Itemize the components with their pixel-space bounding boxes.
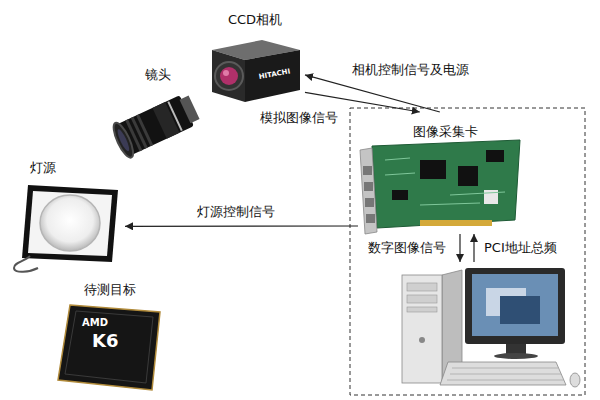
lens-picture-part bbox=[110, 120, 137, 160]
chip-picture-part bbox=[58, 305, 160, 390]
chip-model-text: K6 bbox=[92, 330, 118, 351]
node-label: CCD相机 bbox=[205, 12, 305, 28]
computer-picture-part bbox=[472, 274, 558, 336]
capture-card-node: 图像采集卡 bbox=[358, 112, 525, 232]
node-label: 镜头 bbox=[110, 67, 205, 83]
chip-brand-text: AMD bbox=[82, 316, 108, 329]
computer-picture-part bbox=[447, 368, 564, 380]
ccd-camera-picture-part bbox=[212, 50, 245, 102]
bus-label: PCI地址总频 bbox=[484, 240, 557, 256]
light-source-picture-part bbox=[22, 185, 118, 262]
light-source-picture-part bbox=[14, 256, 38, 272]
ccd-camera-picture-part bbox=[215, 62, 243, 90]
capture-card-picture bbox=[360, 140, 520, 234]
computer-picture-part bbox=[407, 307, 437, 312]
light-source-picture-part bbox=[40, 195, 100, 251]
lens-picture-part bbox=[136, 114, 153, 146]
computer-picture-part bbox=[419, 337, 425, 343]
computer-picture-part bbox=[500, 296, 540, 324]
capture-card-picture-part bbox=[360, 148, 377, 234]
computer-picture-part bbox=[440, 362, 566, 385]
chip-picture-part bbox=[65, 311, 153, 383]
computer-picture-part bbox=[402, 275, 442, 383]
lens-picture bbox=[110, 90, 202, 160]
lens-picture-part bbox=[167, 101, 182, 131]
capture-card-picture-part bbox=[420, 220, 492, 226]
ccd-camera-picture bbox=[212, 40, 300, 102]
capture-card-picture-part bbox=[364, 182, 373, 191]
edge-label: 灯源控制信号 bbox=[195, 204, 277, 220]
node-label: 待测目标 bbox=[55, 282, 165, 298]
signal-label: 数字图像信号 bbox=[368, 240, 446, 256]
capture-card-picture-part bbox=[363, 166, 372, 175]
capture-card-picture-part bbox=[458, 166, 478, 186]
ccd-camera-picture-part bbox=[245, 50, 300, 102]
light-source-picture-part bbox=[28, 191, 112, 256]
node-label: 图像采集卡 bbox=[413, 124, 478, 140]
signal-arrow bbox=[125, 225, 358, 227]
brand-text: HITACHI bbox=[258, 66, 291, 81]
capture-card-picture-part bbox=[365, 198, 374, 207]
computer-picture-part bbox=[494, 353, 538, 359]
digital-signal-arrow bbox=[459, 234, 460, 262]
pci-bus-arrow bbox=[473, 234, 474, 262]
capture-card-picture-part bbox=[486, 150, 504, 162]
lens-node: 镜头 bbox=[110, 62, 205, 162]
edge-label: 相机控制信号及电源 bbox=[350, 62, 471, 78]
light-source-node: 灯源 bbox=[12, 158, 125, 270]
dashed-enclosure bbox=[350, 108, 585, 395]
light-source-picture bbox=[14, 185, 118, 272]
lens-picture-part bbox=[152, 102, 179, 139]
lens-picture-part bbox=[180, 95, 200, 123]
capture-card-picture-part bbox=[392, 190, 408, 200]
node-label: 灯源 bbox=[30, 160, 56, 176]
computer-picture-part bbox=[570, 373, 580, 387]
ccd-camera-picture-part bbox=[220, 67, 238, 85]
capture-card-picture-part bbox=[385, 158, 505, 205]
computer-picture bbox=[402, 268, 580, 387]
edge-label: 模拟图像信号 bbox=[258, 110, 340, 126]
computer-picture-part bbox=[407, 295, 437, 303]
capture-card-picture-part bbox=[366, 214, 375, 223]
chip-picture bbox=[58, 305, 160, 390]
camera-node: CCD相机 bbox=[205, 8, 305, 105]
capture-card-picture-part bbox=[420, 160, 446, 179]
computer-picture-part bbox=[506, 344, 526, 354]
computer-picture-part bbox=[465, 268, 565, 344]
capture-card-picture-part bbox=[372, 140, 520, 228]
signal-arrow bbox=[305, 75, 440, 112]
computer-picture-part bbox=[407, 283, 437, 291]
ccd-camera-picture-part bbox=[223, 70, 229, 76]
lens-picture-part bbox=[116, 128, 132, 152]
